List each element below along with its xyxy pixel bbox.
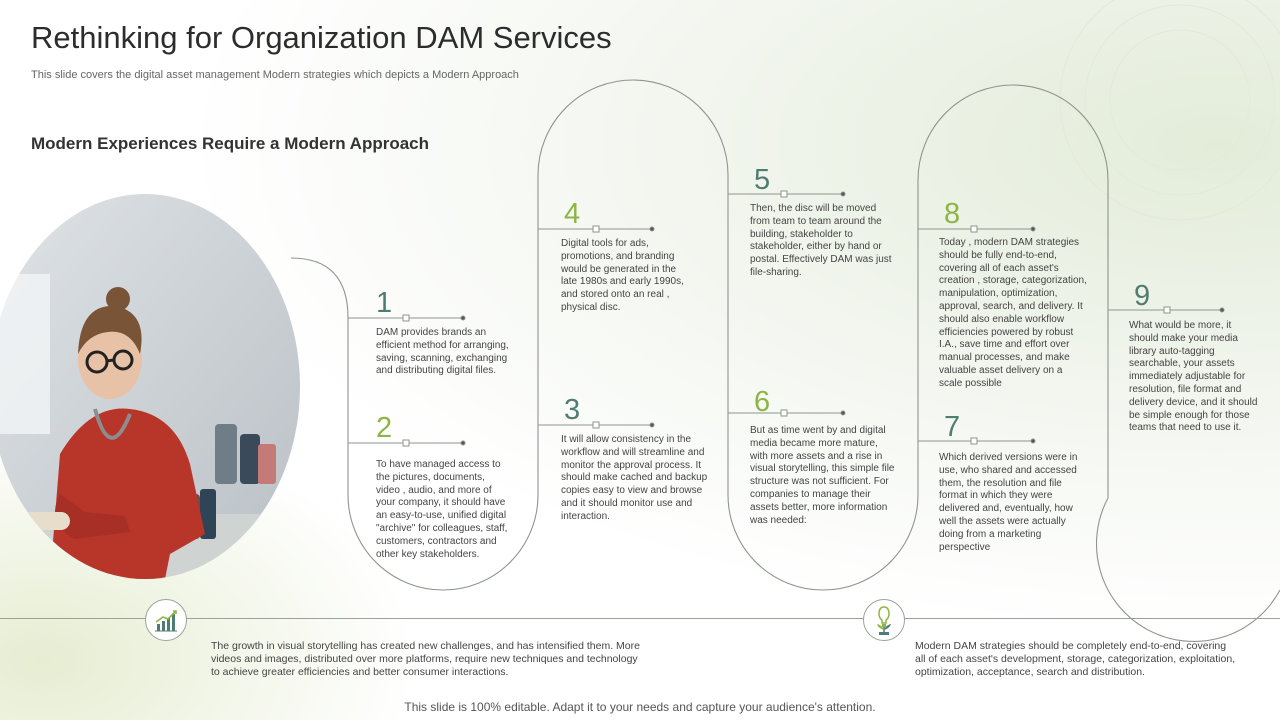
step-text-8: Today , modern DAM strategies should be … — [939, 237, 1087, 389]
step-number-1: 1 — [376, 287, 393, 319]
step-number-9: 9 — [1134, 280, 1151, 312]
step-number-4: 4 — [564, 198, 581, 230]
step-number-5: 5 — [754, 164, 771, 196]
footer-note: This slide is 100% editable. Adapt it to… — [404, 700, 876, 714]
step-number-3: 3 — [564, 394, 581, 426]
step-text-9: What would be more, it should make your … — [1129, 320, 1258, 434]
step-text-4: Digital tools for ads, promotions, and b… — [561, 238, 684, 313]
page-subtitle: This slide covers the digital asset mana… — [31, 69, 519, 81]
bottom-right-text: Modern DAM strategies should be complete… — [915, 640, 1236, 678]
section-heading: Modern Experiences Require a Modern Appr… — [31, 134, 430, 153]
bottom-left-text: The growth in visual storytelling has cr… — [211, 640, 640, 678]
bar-chart-growth-icon — [145, 599, 187, 641]
page-title: Rethinking for Organization DAM Services — [31, 20, 612, 55]
woman-working-photo — [0, 194, 300, 579]
step-number-6: 6 — [754, 386, 771, 418]
step-text-7: Which derived versions were in use, who … — [939, 452, 1078, 553]
step-number-7: 7 — [944, 411, 961, 443]
plant-bulb-icon — [863, 599, 905, 641]
step-text-6: But as time went by and digital media be… — [750, 425, 895, 526]
step-text-3: It will allow consistency in the workflo… — [561, 434, 708, 522]
step-text-1: DAM provides brands an efficient method … — [376, 327, 509, 377]
step-text-5: Then, the disc will be moved from team t… — [750, 203, 892, 278]
bottom-divider — [0, 618, 1280, 619]
step-number-2: 2 — [376, 412, 393, 444]
step-number-8: 8 — [944, 198, 961, 230]
step-text-2: To have managed access to the pictures, … — [376, 459, 508, 560]
